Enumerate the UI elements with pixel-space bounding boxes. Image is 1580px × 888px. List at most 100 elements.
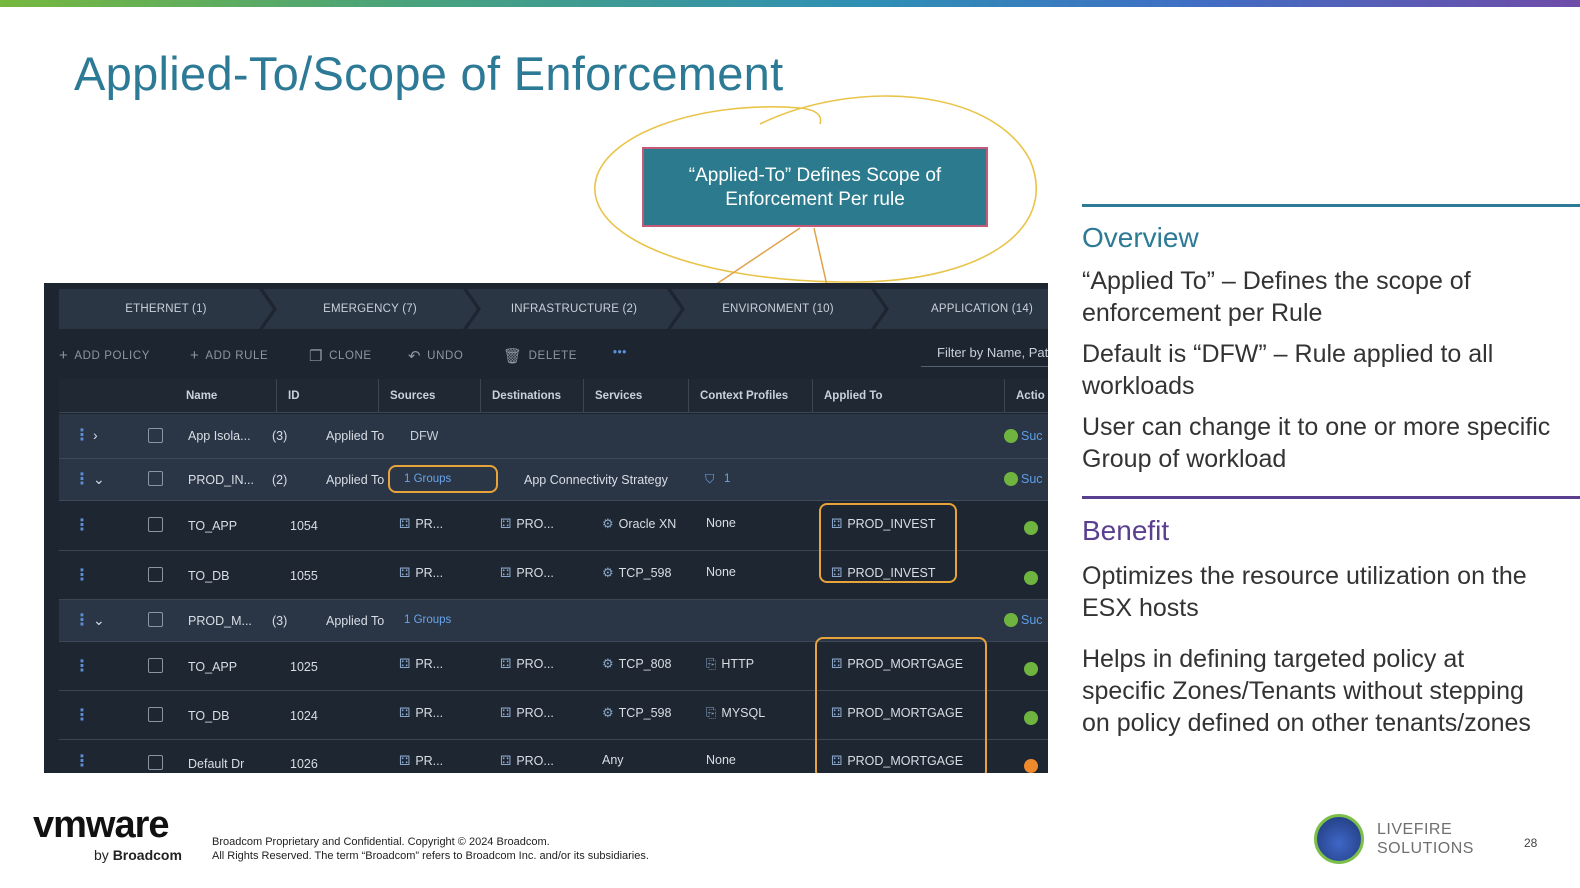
filter-input[interactable]: Filter by Name, Pat: [921, 339, 1048, 367]
applied-to-groups-link[interactable]: 1 Groups: [404, 614, 452, 626]
chevron-down-icon[interactable]: ⌄: [93, 612, 105, 628]
rule-applied-to[interactable]: ⚃PROD_MORTGAGE: [831, 656, 963, 672]
rule-sources[interactable]: ⚃PR...: [399, 705, 443, 721]
rule-services[interactable]: ⚙Oracle XN: [602, 516, 682, 532]
rule-destinations-text: PRO...: [516, 754, 554, 768]
undo-icon: ↶: [408, 348, 422, 365]
rule-services[interactable]: ⚙TCP_598: [602, 565, 682, 581]
context-profile-icon: ⎘: [706, 705, 717, 720]
success-status-icon: [1024, 521, 1038, 535]
rule-context[interactable]: ⎘HTTP: [706, 656, 754, 672]
overview-heading: Overview: [1082, 222, 1199, 253]
clone-button[interactable]: ❐ CLONE: [309, 347, 372, 365]
table-row[interactable]: ⋮ TO_APP 1025 ⚃PR... ⚃PRO... ⚙TCP_808 ⎘H…: [59, 642, 1048, 691]
rule-services[interactable]: ⚙TCP_598: [602, 705, 682, 721]
row-checkbox[interactable]: [148, 567, 163, 582]
row-menu-icon[interactable]: ⋮: [74, 517, 90, 534]
rule-context-text: MYSQL: [721, 706, 766, 720]
group-icon: ⚃: [500, 705, 512, 720]
more-actions-button[interactable]: •••: [613, 347, 627, 359]
rule-destinations[interactable]: ⚃PRO...: [500, 656, 554, 672]
table-row[interactable]: ⋮ TO_APP 1054 ⚃PR... ⚃PRO... ⚙Oracle XN …: [59, 501, 1048, 551]
group-icon: ⚃: [399, 705, 411, 720]
policy-section-row[interactable]: ⋮ ⌄ PROD_IN... (2) Applied To 1 Groups A…: [59, 459, 1048, 501]
group-icon: ⚃: [831, 753, 843, 768]
rule-sources[interactable]: ⚃PR...: [399, 516, 443, 532]
group-icon: ⚃: [500, 753, 512, 768]
policy-section-row[interactable]: ⋮ ⌄ PROD_M... (3) Applied To 1 Groups Su…: [59, 600, 1048, 642]
col-applied-to[interactable]: Applied To: [812, 379, 883, 413]
rule-applied-to[interactable]: ⚃PROD_MORTGAGE: [831, 705, 963, 721]
overview-point-3: User can change it to one or more specif…: [1082, 413, 1551, 473]
table-row[interactable]: ⋮ Default Dr 1026 ⚃PR... ⚃PRO... Any Non…: [59, 740, 1048, 773]
tab-ethernet[interactable]: ETHERNET (1): [59, 289, 273, 329]
add-rule-button[interactable]: +ADD RULE: [190, 347, 268, 364]
row-menu-icon[interactable]: ⋮: [74, 471, 90, 488]
policy-section-row[interactable]: ⋮ › App Isola... (3) Applied To DFW Suc: [59, 414, 1048, 459]
col-context-profiles[interactable]: Context Profiles: [688, 379, 788, 413]
rule-context[interactable]: ⎘ MYSQL: [706, 705, 765, 721]
clone-icon: ❐: [309, 348, 324, 365]
rule-destinations[interactable]: ⚃ PRO...: [500, 753, 554, 769]
by-text: by: [94, 847, 109, 863]
tab-environment[interactable]: ENVIRONMENT (10): [671, 289, 885, 329]
col-actions[interactable]: Actio: [1004, 379, 1045, 413]
row-menu-icon[interactable]: ⋮: [74, 753, 90, 770]
row-checkbox[interactable]: [148, 471, 163, 486]
status-text: Suc: [1021, 613, 1043, 627]
col-id[interactable]: ID: [276, 379, 300, 413]
rule-sources[interactable]: ⚃PR...: [399, 565, 443, 581]
rule-applied-to-text: PROD_MORTGAGE: [847, 706, 964, 720]
strategy-label: App Connectivity Strategy: [524, 473, 668, 487]
add-policy-button[interactable]: +ADD POLICY: [59, 347, 150, 364]
benefit-heading: Benefit: [1082, 515, 1170, 546]
row-checkbox[interactable]: [148, 517, 163, 532]
row-checkbox[interactable]: [148, 755, 163, 770]
row-menu-icon[interactable]: ⋮: [74, 567, 90, 584]
status-text: Suc: [1021, 472, 1043, 486]
status-text: Suc: [1021, 429, 1043, 443]
rule-sources-text: PR...: [415, 566, 444, 580]
row-menu-icon[interactable]: ⋮: [74, 612, 90, 629]
tab-infrastructure[interactable]: INFRASTRUCTURE (2): [467, 289, 681, 329]
tab-application[interactable]: APPLICATION (14): [875, 289, 1048, 329]
tab-emergency[interactable]: EMERGENCY (7): [263, 289, 477, 329]
rule-sources[interactable]: ⚃PR...: [399, 656, 443, 672]
chevron-right-icon[interactable]: ›: [93, 427, 98, 443]
row-checkbox[interactable]: [148, 428, 163, 443]
rule-services-text: Oracle XN: [618, 517, 677, 531]
applied-to-value[interactable]: DFW: [410, 429, 439, 443]
clone-label: CLONE: [329, 350, 372, 362]
success-status-icon: [1004, 613, 1018, 627]
table-row[interactable]: ⋮ TO_DB 1055 ⚃PR... ⚃PRO... ⚙TCP_598 Non…: [59, 551, 1048, 600]
rule-sources[interactable]: ⚃PR...: [399, 753, 443, 769]
rule-services[interactable]: ⚙TCP_808: [602, 656, 682, 672]
rule-destinations[interactable]: ⚃PRO...: [500, 705, 554, 721]
benefit-point-2: Helps in defining targeted policy at spe…: [1082, 645, 1531, 737]
col-destinations[interactable]: Destinations: [480, 379, 561, 413]
rule-name: TO_DB: [188, 569, 230, 583]
overview-point-2: Default is “DFW” – Rule applied to all w…: [1082, 340, 1494, 400]
rule-applied-to[interactable]: ⚃PROD_MORTGAGE: [831, 753, 963, 769]
table-row[interactable]: ⋮ TO_DB 1024 ⚃PR... ⚃PRO... ⚙TCP_598 ⎘MY…: [59, 691, 1048, 740]
chevron-down-icon[interactable]: ⌄: [93, 471, 105, 487]
row-checkbox[interactable]: [148, 707, 163, 722]
delete-button[interactable]: 🗑DELETE: [503, 347, 577, 365]
rule-destinations[interactable]: ⚃PRO...: [500, 565, 554, 581]
context-profile-icon: ⎘: [706, 656, 717, 671]
undo-button[interactable]: ↶UNDO: [408, 347, 463, 365]
applied-to-groups-link[interactable]: 1 Groups: [404, 473, 452, 485]
row-checkbox[interactable]: [148, 612, 163, 627]
rule-applied-to[interactable]: ⚃PROD_INVEST: [831, 565, 936, 581]
col-services[interactable]: Services: [583, 379, 642, 413]
row-checkbox[interactable]: [148, 658, 163, 673]
group-icon: ⚃: [500, 656, 512, 671]
by-broadcom: by Broadcom: [94, 847, 182, 863]
row-menu-icon[interactable]: ⋮: [74, 427, 90, 444]
row-menu-icon[interactable]: ⋮: [74, 707, 90, 724]
row-menu-icon[interactable]: ⋮: [74, 658, 90, 675]
rule-applied-to[interactable]: ⚃PROD_INVEST: [831, 516, 936, 532]
col-name[interactable]: Name: [186, 390, 218, 402]
col-sources[interactable]: Sources: [378, 379, 435, 413]
rule-destinations[interactable]: ⚃PRO...: [500, 516, 554, 532]
